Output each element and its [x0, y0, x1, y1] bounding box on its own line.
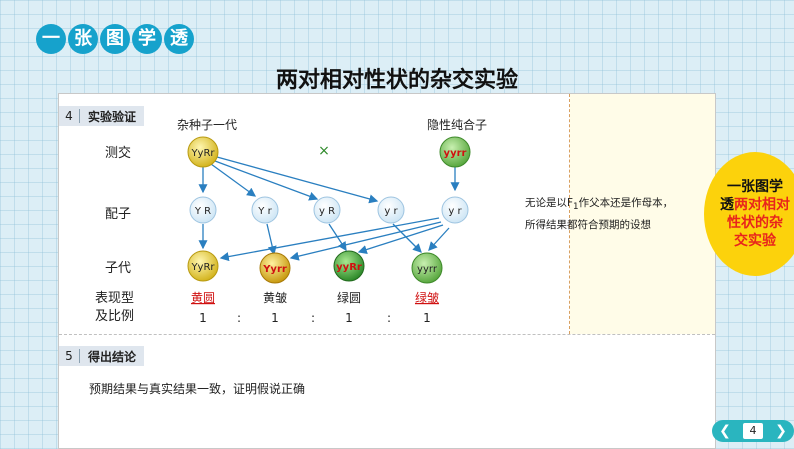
gamete-label: y r — [448, 206, 462, 217]
ratio-value: 1 — [199, 311, 207, 325]
section-label: 得出结论 — [88, 349, 137, 364]
banner-chip: 透 — [164, 24, 194, 54]
note-line: 作父本还是作母本， — [578, 197, 674, 209]
offspring-seed — [333, 250, 365, 282]
offspring-seed — [187, 250, 219, 282]
row-label-ratio: 及比例 — [95, 309, 134, 324]
bubble-line: 一张图学 — [727, 179, 783, 195]
ratio-colon: : — [311, 311, 315, 325]
gamete-circle — [313, 196, 341, 224]
ratio-value: 1 — [345, 311, 353, 325]
genotype-label: yyRr — [336, 262, 362, 273]
conclusion-text: 预期结果与真实结果一致，证明假说正确 — [89, 382, 306, 396]
f1-parent-label: 杂种子一代 — [177, 118, 237, 132]
gamete-circle — [189, 196, 217, 224]
gamete-label: Y r — [257, 206, 272, 217]
arrow — [289, 221, 442, 261]
banner-chip: 学 — [132, 24, 162, 54]
arrow — [214, 160, 319, 201]
banner-chip: 图 — [100, 24, 130, 54]
genotype-label: YyRr — [190, 148, 215, 159]
note-panel — [570, 94, 715, 334]
f1-parent-seed — [187, 136, 219, 168]
arrow — [428, 227, 450, 251]
arrow — [219, 217, 440, 262]
gamete-circle — [377, 196, 405, 224]
genotype-label: yyrr — [417, 264, 438, 275]
ratio-colon: : — [237, 311, 241, 325]
horizontal-divider — [59, 334, 715, 335]
page-number: 4 — [743, 423, 763, 439]
gamete-label: y R — [319, 206, 335, 217]
section-label: 实验验证 — [88, 109, 137, 124]
arrow — [392, 223, 422, 253]
section-number: 5 — [59, 349, 80, 363]
recessive-parent-seed — [439, 136, 471, 168]
row-label-offspring: 子代 — [105, 261, 131, 276]
arrow — [210, 163, 257, 197]
gamete-label: Y R — [194, 206, 211, 217]
bubble-line: 透 — [720, 197, 734, 213]
recessive-parent-label: 隐性纯合子 — [427, 117, 487, 132]
section-number: 4 — [59, 109, 80, 123]
gamete-circle — [251, 196, 279, 224]
page-navigation: ❮ 4 ❯ — [712, 420, 794, 442]
page-title: 两对相对性状的杂交实验 — [275, 68, 518, 93]
banner-chip: 张 — [68, 24, 98, 54]
gamete-circle — [441, 196, 469, 224]
chevron-right-icon[interactable]: ❯ — [775, 423, 787, 439]
banner-chip: 一 — [36, 24, 66, 54]
section-tag-verification: 4 实验验证 — [59, 106, 145, 126]
bubble-line: 两对相对 — [734, 197, 790, 213]
arrow — [216, 156, 379, 204]
top-banner: 一 张 图 学 透 — [36, 24, 194, 54]
ratio-value: 1 — [271, 311, 279, 325]
row-label-testcross: 测交 — [105, 145, 131, 161]
content-card: 4 实验验证 杂种子一代 隐性纯合子 测交 配 — [58, 93, 716, 449]
cross-symbol: × — [318, 143, 330, 159]
genotype-label: Yyrr — [262, 264, 287, 275]
bubble-line: 性状的杂 — [727, 215, 783, 231]
phenotype-label: 黄皱 — [263, 290, 287, 305]
testcross-diagram: 杂种子一代 隐性纯合子 测交 配子 子代 表现型 及比例 × YyRr yyrr… — [95, 117, 487, 325]
note-line: 无论是以F — [525, 197, 574, 209]
bubble-line: 交实验 — [734, 233, 776, 249]
row-label-phenotype: 表现型 — [95, 291, 134, 306]
note-line: 所得结果都符合预期的设想 — [525, 219, 651, 232]
note-subscript: 1 — [573, 202, 579, 213]
phenotype-label: 绿皱 — [415, 290, 439, 305]
section-tag-conclusion: 5 得出结论 — [59, 346, 145, 366]
phenotype-label: 黄圆 — [191, 291, 215, 305]
arrow — [357, 224, 444, 254]
row-label-gametes: 配子 — [105, 207, 131, 222]
genotype-label: YyRr — [190, 262, 215, 273]
phenotype-label: 绿圆 — [337, 290, 361, 305]
vertical-divider — [569, 94, 570, 334]
offspring-seed — [259, 252, 291, 284]
offspring-seed — [411, 252, 443, 284]
chevron-left-icon[interactable]: ❮ — [719, 423, 731, 439]
genotype-label: yyrr — [444, 148, 467, 159]
note-text: 无论是以F1作父本还是作母本， 所得结果都符合预期的设想 — [525, 194, 700, 234]
ratio-colon: : — [387, 311, 391, 325]
gamete-label: y r — [384, 206, 398, 217]
ratio-value: 1 — [423, 311, 431, 325]
summary-bubble: 一张图学 透两对相对 性状的杂 交实验 — [704, 152, 794, 276]
